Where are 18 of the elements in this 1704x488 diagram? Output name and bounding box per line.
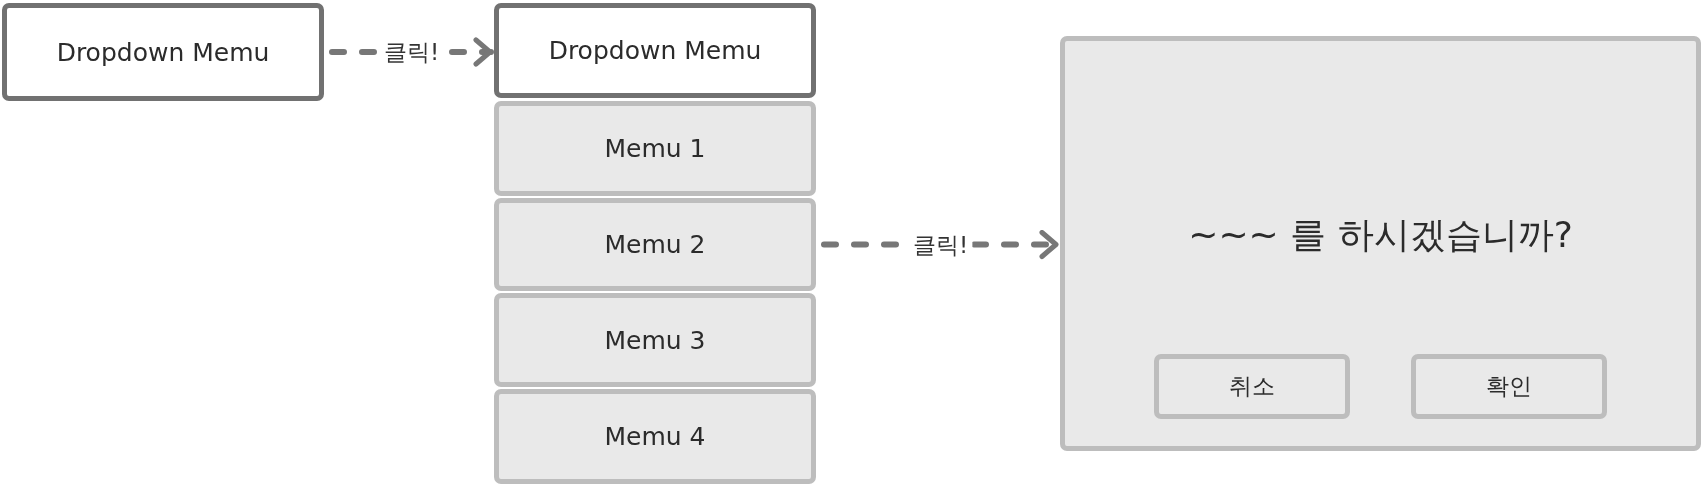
menu-item [494,389,816,484]
dropdown-box [494,3,816,98]
menu-label: Memu 1 [604,134,706,163]
dialog-message: ~~~ 를 하시겠습니까? [1188,213,1573,257]
menu-item [494,101,816,196]
confirm-dialog [1060,36,1701,451]
menu-label: Memu 2 [604,230,706,259]
menu-label: Dropdown Memu [56,37,270,67]
dropdown-box [2,3,324,101]
menu-label: Memu 4 [604,422,706,451]
menu-item [494,293,816,387]
dialog-button [1411,354,1607,419]
menu-item [494,198,816,291]
button-label: 확인 [1486,372,1532,401]
menu-label: Dropdown Memu [548,36,762,65]
dialog-button [1154,354,1350,419]
menu-label: Memu 3 [604,325,706,355]
button-label: 취소 [1229,372,1275,401]
